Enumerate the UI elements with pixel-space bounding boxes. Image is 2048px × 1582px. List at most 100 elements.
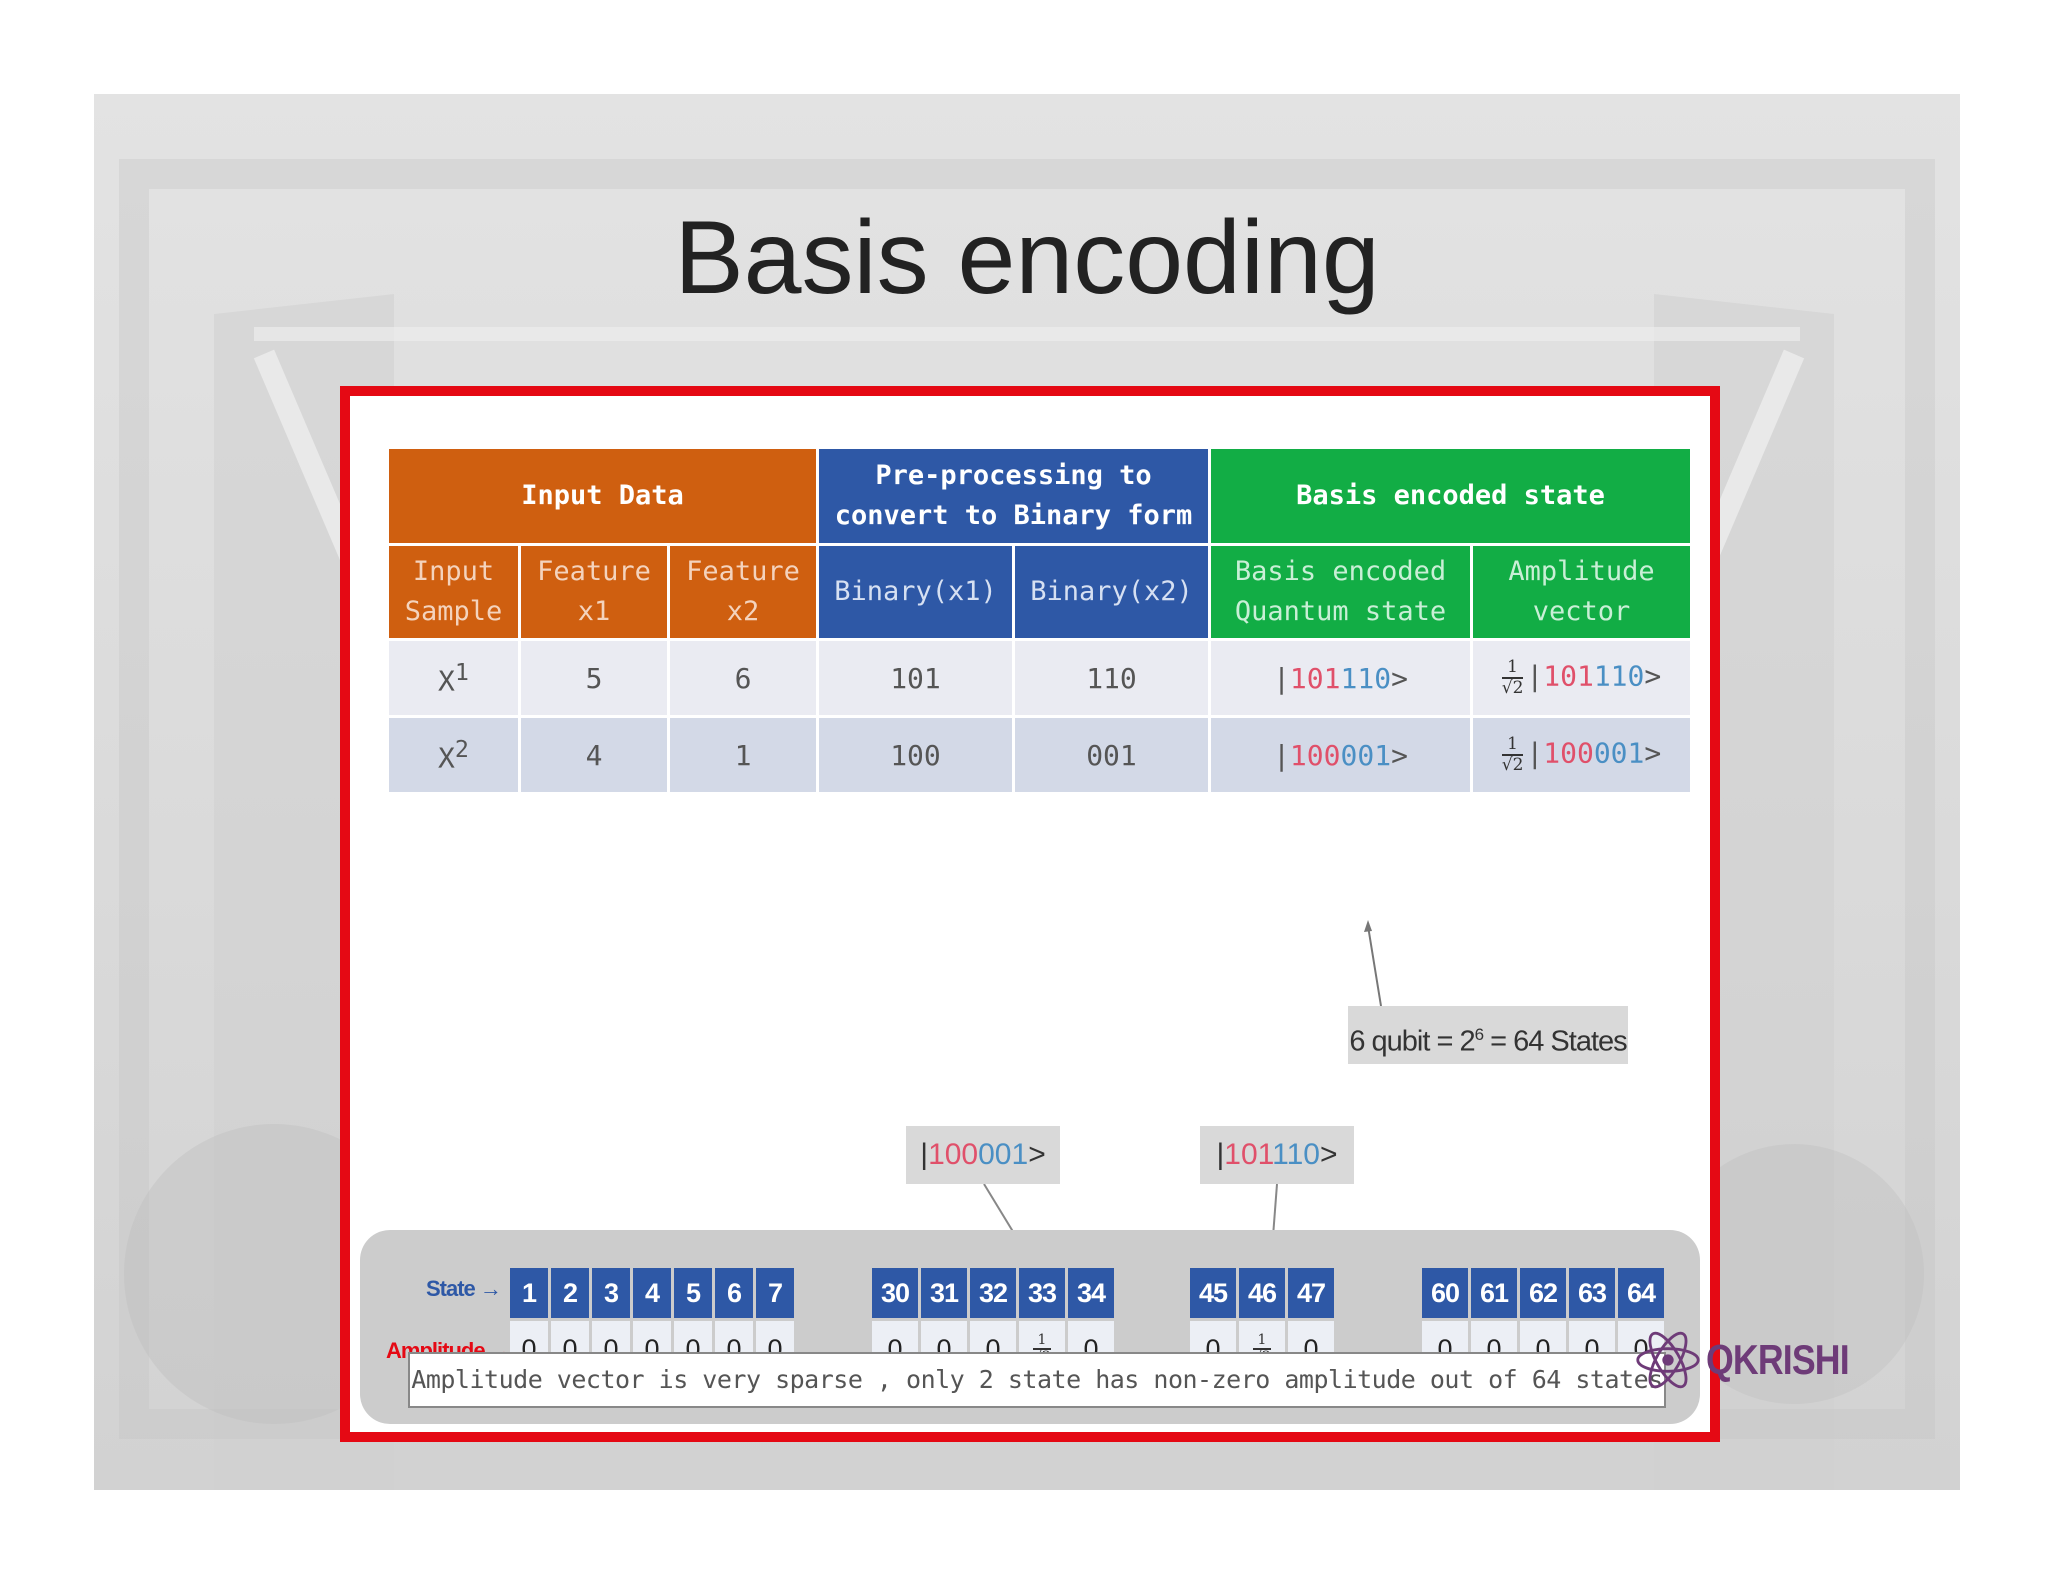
- header-preprocessing: Pre-processing to convert to Binary form: [816, 446, 1211, 546]
- subheader-text: Quantum state: [1234, 596, 1447, 627]
- cell-bin-x1: 100: [816, 715, 1015, 795]
- ket-open: |: [1526, 737, 1544, 770]
- cell-bin-x2: 110: [1012, 638, 1211, 718]
- frac-num: 1: [1253, 1332, 1271, 1350]
- figure-frame: Input Data Pre-processing to convert to …: [340, 386, 1720, 1442]
- cell-x2: 1: [667, 715, 819, 795]
- ket-open: |: [1526, 660, 1544, 693]
- frac-den: √2: [1501, 755, 1524, 775]
- ket-open: |: [920, 1138, 929, 1171]
- ket-part2: 110: [1340, 661, 1392, 695]
- state-number: 31: [921, 1268, 967, 1318]
- ket-open: |: [1273, 661, 1290, 695]
- state-number: 2: [551, 1268, 589, 1318]
- encoding-table: Input Data Pre-processing to convert to …: [386, 446, 1694, 795]
- ket-part1: 100: [1289, 738, 1341, 772]
- subheader-input-sample: Input Sample: [386, 543, 521, 641]
- ket-part2: 110: [1272, 1138, 1320, 1171]
- qubit-prefix: 6 qubit = 2: [1349, 1025, 1475, 1058]
- ket-callout-101110: |101110>: [1200, 1126, 1354, 1184]
- state-number: 33: [1019, 1268, 1065, 1318]
- state-number: 7: [756, 1268, 794, 1318]
- state-number: 61: [1471, 1268, 1517, 1318]
- ket-close: >: [1644, 660, 1662, 693]
- sparsity-note: Amplitude vector is very sparse , only 2…: [408, 1352, 1666, 1408]
- fraction: 1√2: [1501, 735, 1524, 775]
- state-number: 47: [1288, 1268, 1334, 1318]
- state-number: 3: [592, 1268, 630, 1318]
- subheader-text: Feature: [537, 555, 651, 587]
- fraction: 1√2: [1501, 658, 1524, 697]
- subheader-feature-x2: Feature x2: [667, 543, 819, 641]
- ket-close: >: [1028, 1138, 1046, 1171]
- state-number: 5: [674, 1268, 712, 1318]
- logo-text: QKRISHI: [1705, 1336, 1850, 1383]
- ket-callout-100001: |100001>: [906, 1126, 1060, 1184]
- cell-x1: 5: [518, 638, 670, 718]
- subheader-text: Input: [412, 555, 495, 587]
- table-row: X2 4 1 100 001 |100001> 1√2|100001>: [386, 715, 1694, 795]
- sample-sup: 1: [454, 658, 469, 687]
- subheader-feature-x1: Feature x1: [518, 543, 670, 641]
- cell-quantum-state: |100001>: [1208, 715, 1473, 795]
- header-basis-state: Basis encoded state: [1207, 446, 1694, 546]
- state-number: 46: [1239, 1268, 1285, 1318]
- ket-part1: 101: [1289, 661, 1341, 695]
- subheader-text: Amplitude: [1508, 555, 1655, 587]
- state-row-label: State →: [426, 1276, 502, 1301]
- table-sub-header-row: Input Sample Feature x1 Feature x2 Binar…: [386, 543, 1694, 641]
- state-number: 32: [970, 1268, 1016, 1318]
- subheader-amplitude-vector: Amplitude vector: [1469, 543, 1694, 641]
- ket-part2: 001: [1340, 738, 1392, 772]
- ket-close: >: [1391, 661, 1408, 695]
- subheader-text: Basis encoded: [1234, 555, 1447, 587]
- qubit-pointer-line: [1367, 925, 1382, 1007]
- cell-x2: 6: [667, 638, 819, 718]
- ket-part1: 101: [1224, 1138, 1273, 1171]
- table-group-header-row: Input Data Pre-processing to convert to …: [386, 446, 1694, 546]
- ket-part1: 100: [1543, 737, 1594, 770]
- subheader-text: x2: [726, 596, 760, 627]
- cell-amplitude: 1√2|101110>: [1469, 638, 1694, 718]
- qubit-callout: 6 qubit = 26 = 64 States: [1348, 1006, 1628, 1064]
- state-number: 4: [633, 1268, 671, 1318]
- state-cell: 461√2: [1239, 1268, 1285, 1377]
- cell-sample: X1: [386, 638, 521, 718]
- frac-num: 1: [1501, 735, 1524, 756]
- state-number: 6: [715, 1268, 753, 1318]
- state-number: 64: [1618, 1268, 1664, 1318]
- atom-icon: [1636, 1331, 1700, 1389]
- state-number: 62: [1520, 1268, 1566, 1318]
- header-input-data: Input Data: [386, 446, 819, 546]
- state-number: 1: [510, 1268, 548, 1318]
- cell-x1: 4: [518, 715, 670, 795]
- sample-base: X: [438, 664, 455, 698]
- state-group-3: 450 461√2 470: [1190, 1268, 1334, 1377]
- state-number: 60: [1422, 1268, 1468, 1318]
- qubit-exp: 6: [1474, 1025, 1485, 1044]
- ket-part1: 101: [1543, 660, 1594, 693]
- qubit-pointer-arrow: [1364, 920, 1372, 932]
- cell-quantum-state: |101110>: [1208, 638, 1473, 718]
- slide: Basis encoding Input Data Pre-processing…: [94, 94, 1960, 1490]
- ket-close: >: [1644, 737, 1662, 770]
- state-number: 34: [1068, 1268, 1114, 1318]
- sample-sup: 2: [454, 735, 469, 764]
- ket-close: >: [1319, 1138, 1338, 1171]
- cell-bin-x1: 101: [816, 638, 1015, 718]
- ket-open: |: [1216, 1138, 1225, 1171]
- subheader-binary-x2: Binary(x2): [1012, 543, 1211, 641]
- slide-title: Basis encoding: [674, 200, 1380, 316]
- cell-bin-x2: 001: [1012, 715, 1211, 795]
- ket-part2: 001: [978, 1138, 1029, 1171]
- ket-part1: 100: [928, 1138, 979, 1171]
- subheader-text: vector: [1532, 596, 1631, 627]
- table-row: X1 5 6 101 110 |101110> 1√2|101110>: [386, 638, 1694, 718]
- qkrishi-logo: QKRISHI: [1634, 1320, 1874, 1400]
- sample-base: X: [438, 741, 455, 775]
- ket-close: >: [1391, 738, 1408, 772]
- subheader-quantum-state: Basis encoded Quantum state: [1208, 543, 1473, 641]
- ket-open: |: [1273, 738, 1290, 772]
- subheader-text: Sample: [404, 596, 503, 627]
